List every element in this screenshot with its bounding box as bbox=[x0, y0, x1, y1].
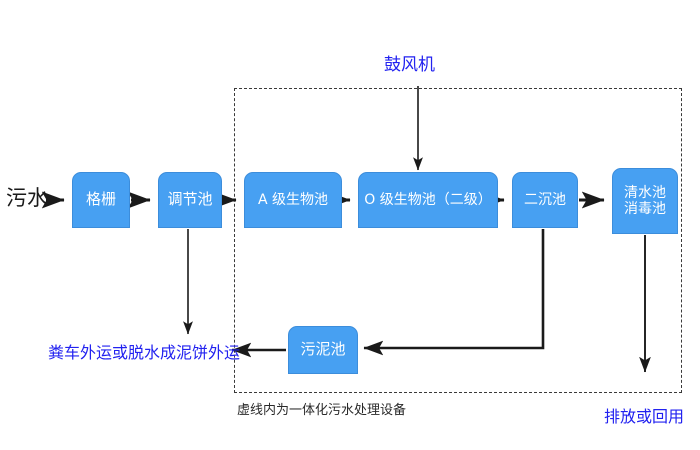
node-grid-label: 格栅 bbox=[85, 190, 116, 209]
node-o-stage-bio-label: O 级生物池（二级） bbox=[364, 191, 492, 208]
node-grid[interactable]: 格栅 bbox=[72, 172, 130, 228]
integrated-equipment-boundary bbox=[234, 88, 682, 393]
node-sludge-tank-label: 污泥池 bbox=[300, 340, 346, 359]
node-a-stage-bio[interactable]: A 级生物池 bbox=[244, 172, 342, 228]
node-sludge-tank[interactable]: 污泥池 bbox=[288, 326, 358, 374]
influent-label: 污水 bbox=[6, 186, 48, 210]
node-clearwater-disinfection-label: 清水池 消毒池 bbox=[624, 184, 666, 217]
sludge-disposal-label: 粪车外运或脱水成泥饼外运 bbox=[48, 343, 241, 362]
node-secondary-clarifier-label: 二沉池 bbox=[524, 191, 566, 208]
node-a-stage-bio-label: A 级生物池 bbox=[257, 191, 329, 208]
node-secondary-clarifier[interactable]: 二沉池 bbox=[512, 172, 578, 228]
node-regulate-label: 调节池 bbox=[167, 190, 213, 209]
node-regulate[interactable]: 调节池 bbox=[158, 172, 222, 228]
blower-label: 鼓风机 bbox=[384, 55, 435, 75]
effluent-label: 排放或回用 bbox=[604, 407, 685, 426]
dashed-region-caption: 虚线内为一体化污水处理设备 bbox=[237, 403, 407, 418]
node-clearwater-disinfection[interactable]: 清水池 消毒池 bbox=[612, 168, 678, 234]
node-o-stage-bio[interactable]: O 级生物池（二级） bbox=[358, 172, 498, 228]
